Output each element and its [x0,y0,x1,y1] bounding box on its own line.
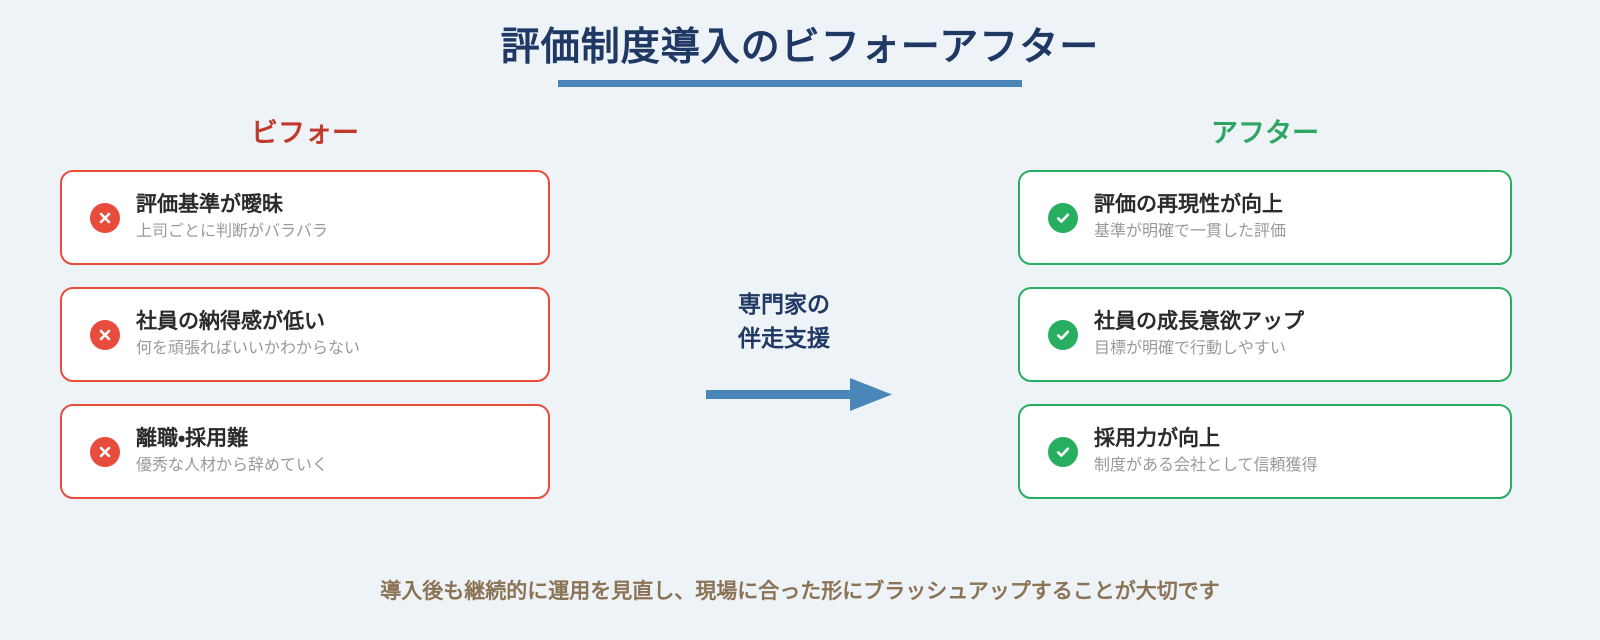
after-card-2-texts: 社員の成長意欲アップ 目標が明確で行動しやすい [1094,309,1304,359]
after-card-1-subtitle: 基準が明確で一貫した評価 [1094,223,1287,241]
before-card-1[interactable]: 評価基準が曖昧 上司ごとに判断がバラバラ [60,170,550,265]
before-card-2-subtitle: 何を頑張ればいいかわからない [136,340,361,358]
after-card-1[interactable]: 評価の再現性が向上 基準が明確で一貫した評価 [1018,170,1512,265]
after-card-3-title: 採用力が向上 [1094,427,1220,451]
before-card-3-title: 離職・採用難 [136,427,249,451]
check-circle-icon [1048,202,1078,233]
check-circle-icon [1048,436,1078,467]
before-card-2-title: 社員の納得感が低い [136,310,325,334]
title-underline [558,80,1022,87]
after-card-3-subtitle: 制度がある会社として信頼獲得 [1094,457,1318,475]
before-card-1-subtitle: 上司ごとに判断がバラバラ [136,223,328,241]
connector-label-line1: 専門家の [738,291,830,317]
after-card-3[interactable]: 採用力が向上 制度がある会社として信頼獲得 [1018,404,1512,499]
footer-note: 導入後も継続的に運用を見直し、現場に合った形にブラッシュアップすることが大切です [380,580,1220,603]
transition-arrow-icon [700,374,900,416]
check-circle-icon [1048,319,1078,350]
after-card-1-title: 評価の再現性が向上 [1094,193,1283,217]
after-card-2[interactable]: 社員の成長意欲アップ 目標が明確で行動しやすい [1018,287,1512,382]
cross-circle-icon [90,202,120,233]
before-card-1-texts: 評価基準が曖昧 上司ごとに判断がバラバラ [136,192,328,242]
cross-circle-icon [90,436,120,467]
cross-circle-icon [90,319,120,350]
before-card-1-title: 評価基準が曖昧 [136,193,283,217]
after-card-3-texts: 採用力が向上 制度がある会社として信頼獲得 [1094,426,1318,476]
connector-label-line2: 伴走支援 [738,325,830,352]
column-heading-after: アフター [1211,118,1319,148]
page-title: 評価制度導入のビフォーアフター [500,26,1100,69]
after-card-1-texts: 評価の再現性が向上 基準が明確で一貫した評価 [1094,192,1286,242]
before-card-3-subtitle: 優秀な人材から辞めていく [136,457,329,475]
after-card-2-subtitle: 目標が明確で行動しやすい [1094,340,1286,358]
before-card-2-texts: 社員の納得感が低い 何を頑張ればいいかわからない [136,309,360,359]
connector-label: 専門家の 伴走支援 [660,287,908,355]
column-heading-before: ビフォー [251,118,359,148]
before-card-3-texts: 離職・採用難 優秀な人材から辞めていく [136,426,328,476]
page-title-block: 評価制度導入のビフォーアフター [0,24,1600,73]
before-card-3[interactable]: 離職・採用難 優秀な人材から辞めていく [60,404,550,499]
before-card-2[interactable]: 社員の納得感が低い 何を頑張ればいいかわからない [60,287,550,382]
after-card-2-title: 社員の成長意欲アップ [1094,310,1304,334]
